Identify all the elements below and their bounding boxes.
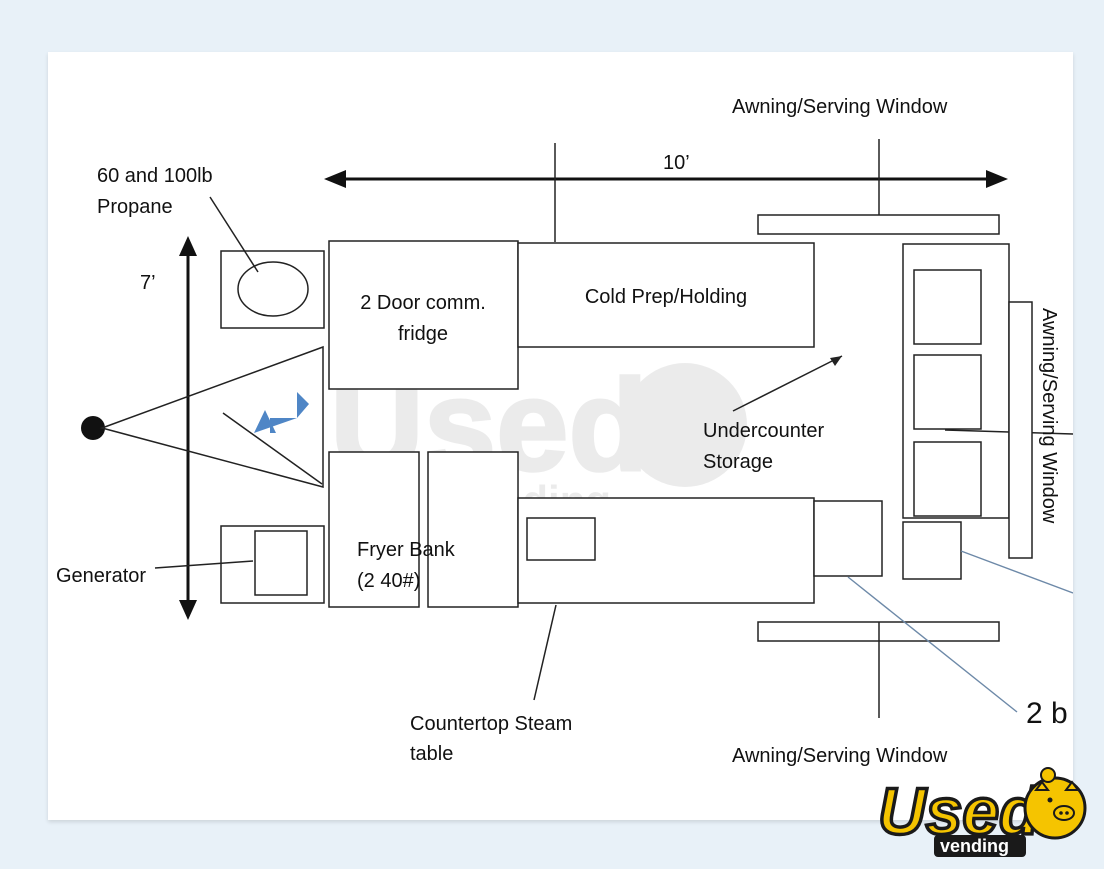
fryer-label-2: (2 40#) — [357, 570, 420, 592]
fridge-label-2: fridge — [398, 323, 448, 345]
turn-arrow-icon — [254, 392, 309, 433]
propane-box — [220, 250, 325, 329]
fridge-label-1: 2 Door comm. — [360, 292, 486, 314]
bottom-awning-label: Awning/Serving Window — [732, 745, 948, 767]
right-awning-window — [1008, 301, 1033, 559]
generator-label: Generator — [56, 565, 146, 587]
used-vending-logo: Used vending — [876, 767, 1087, 857]
right-compartment-1 — [913, 269, 982, 345]
generator-leader — [154, 560, 254, 569]
top-awning-label: Awning/Serving Window — [732, 96, 948, 118]
steam-well — [526, 517, 596, 561]
trailer-floor-plan-diagram: Used vending 10’ 7’ — [56, 96, 1073, 767]
counter-end-unit — [813, 500, 883, 577]
length-dimension — [324, 170, 1008, 188]
propane-tank — [237, 261, 309, 317]
blue-leader-2 — [960, 550, 1073, 594]
tongue-brace — [222, 412, 323, 485]
blue-leader-1 — [847, 576, 1018, 713]
propane-leader — [209, 196, 259, 273]
fryer-label-1: Fryer Bank — [357, 539, 456, 561]
cold-prep-label: Cold Prep/Holding — [585, 286, 747, 308]
length-label: 10’ — [663, 152, 690, 174]
top-awning-window — [757, 214, 1000, 235]
propane-label-2: Propane — [97, 196, 173, 218]
trailer-tongue — [99, 345, 324, 488]
undercounter-leader — [732, 355, 843, 412]
steam-table-leader — [533, 604, 557, 701]
right-awning-label: Awning/Serving Window — [1038, 308, 1060, 524]
right-compartment-3 — [913, 441, 982, 517]
right-small-unit — [902, 521, 962, 580]
generator-unit — [254, 530, 308, 596]
propane-label-1: 60 and 100lb — [97, 165, 213, 187]
pig-icon — [1023, 767, 1087, 840]
fryer-left-box — [328, 451, 420, 608]
fridge-box — [328, 240, 519, 390]
right-compartment-2 — [913, 354, 982, 430]
steam-label-2: table — [410, 743, 453, 765]
watermark-pig-icon — [623, 363, 747, 487]
logo-subtext: vending — [940, 836, 1009, 856]
undercounter-label-1: Undercounter — [703, 420, 825, 442]
hitch-ball — [81, 416, 105, 440]
floor-plan-sheet: Used vending 10’ 7’ — [48, 52, 1073, 820]
steam-label-1: Countertop Steam — [410, 713, 572, 735]
fryer-right-box — [427, 451, 519, 608]
two-b-label: 2 b — [1026, 697, 1068, 730]
width-label: 7’ — [140, 272, 156, 294]
cold-prep-box — [517, 242, 815, 348]
undercounter-label-2: Storage — [703, 451, 773, 473]
width-dimension — [179, 236, 197, 620]
